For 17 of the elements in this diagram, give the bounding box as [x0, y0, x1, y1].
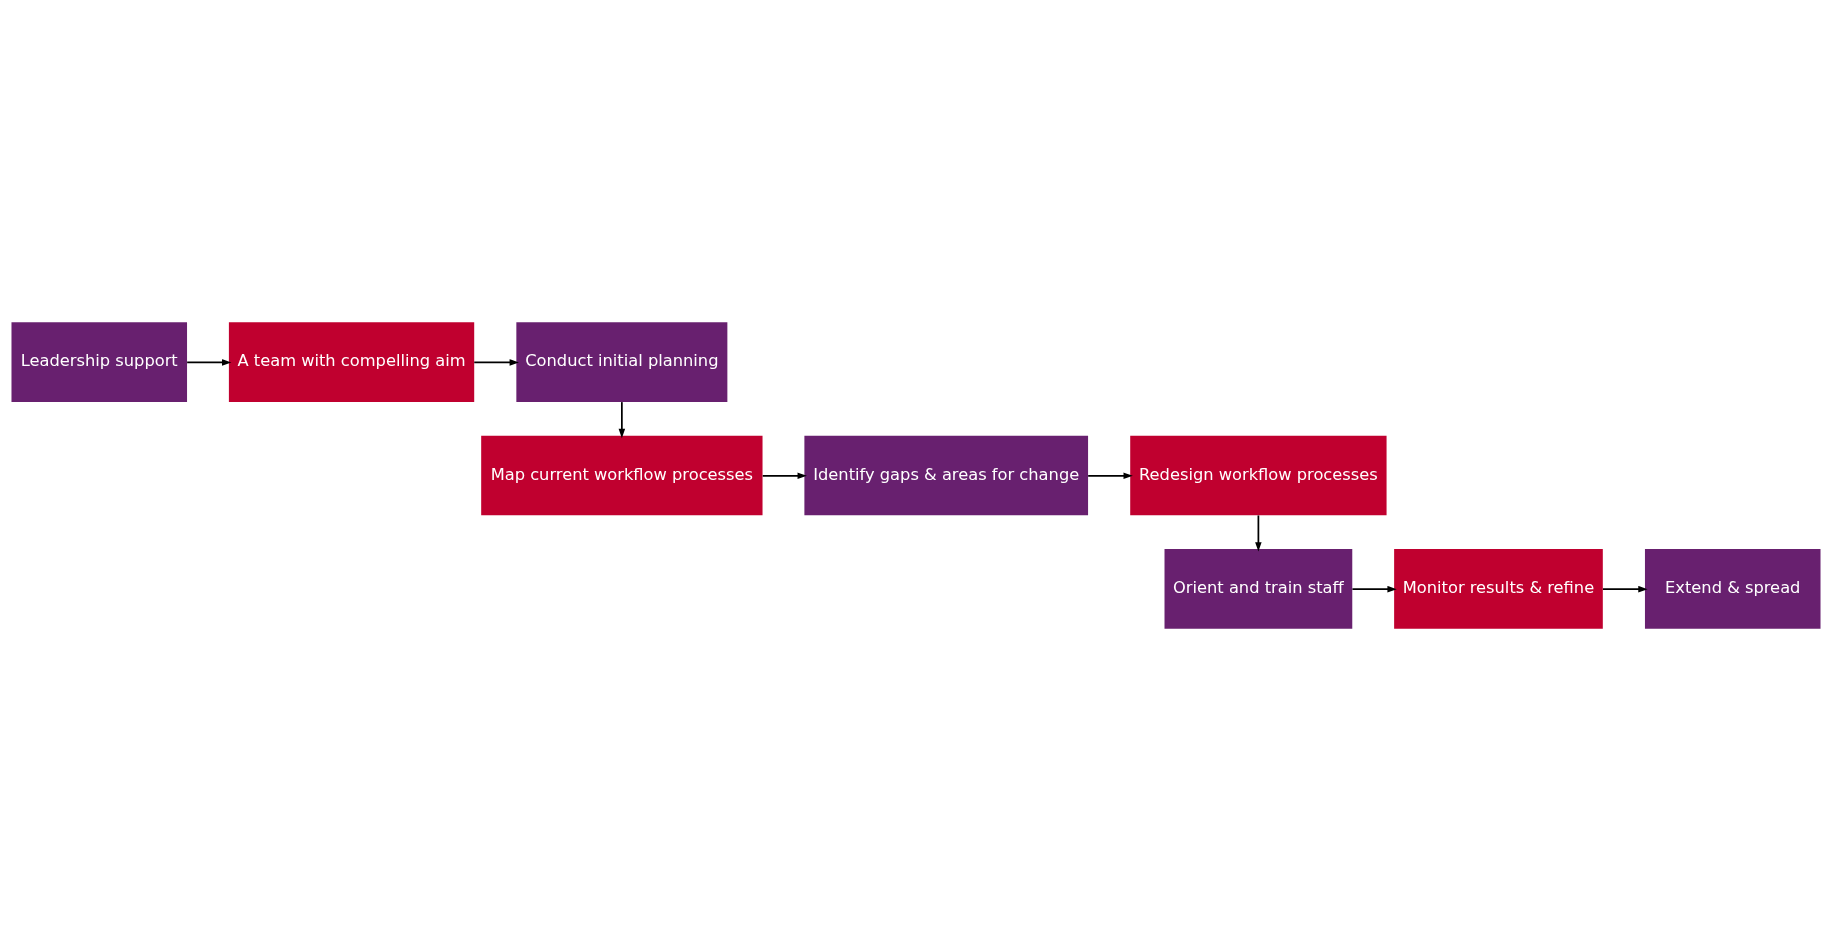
node-box: Conduct initial planning — [516, 321, 728, 402]
node-box: A team with compelling aim — [228, 321, 475, 402]
node-box: Monitor results & refine — [1394, 548, 1603, 629]
node-box: Redesign workflow processes — [1130, 435, 1387, 515]
node-box: Map current workflow processes — [481, 435, 763, 515]
node-box: Leadership support — [11, 321, 188, 402]
node-box: Identify gaps & areas for change — [804, 435, 1089, 515]
arrow — [186, 358, 232, 366]
arrow — [1351, 585, 1397, 592]
arrow — [618, 400, 626, 438]
node-box: Extend & spread — [1644, 548, 1821, 629]
arrow — [473, 358, 519, 366]
arrow — [761, 472, 807, 479]
arrow — [1602, 585, 1648, 592]
arrow — [1087, 472, 1133, 479]
node-box: Orient and train staff — [1164, 548, 1353, 629]
arrow — [1255, 514, 1262, 551]
